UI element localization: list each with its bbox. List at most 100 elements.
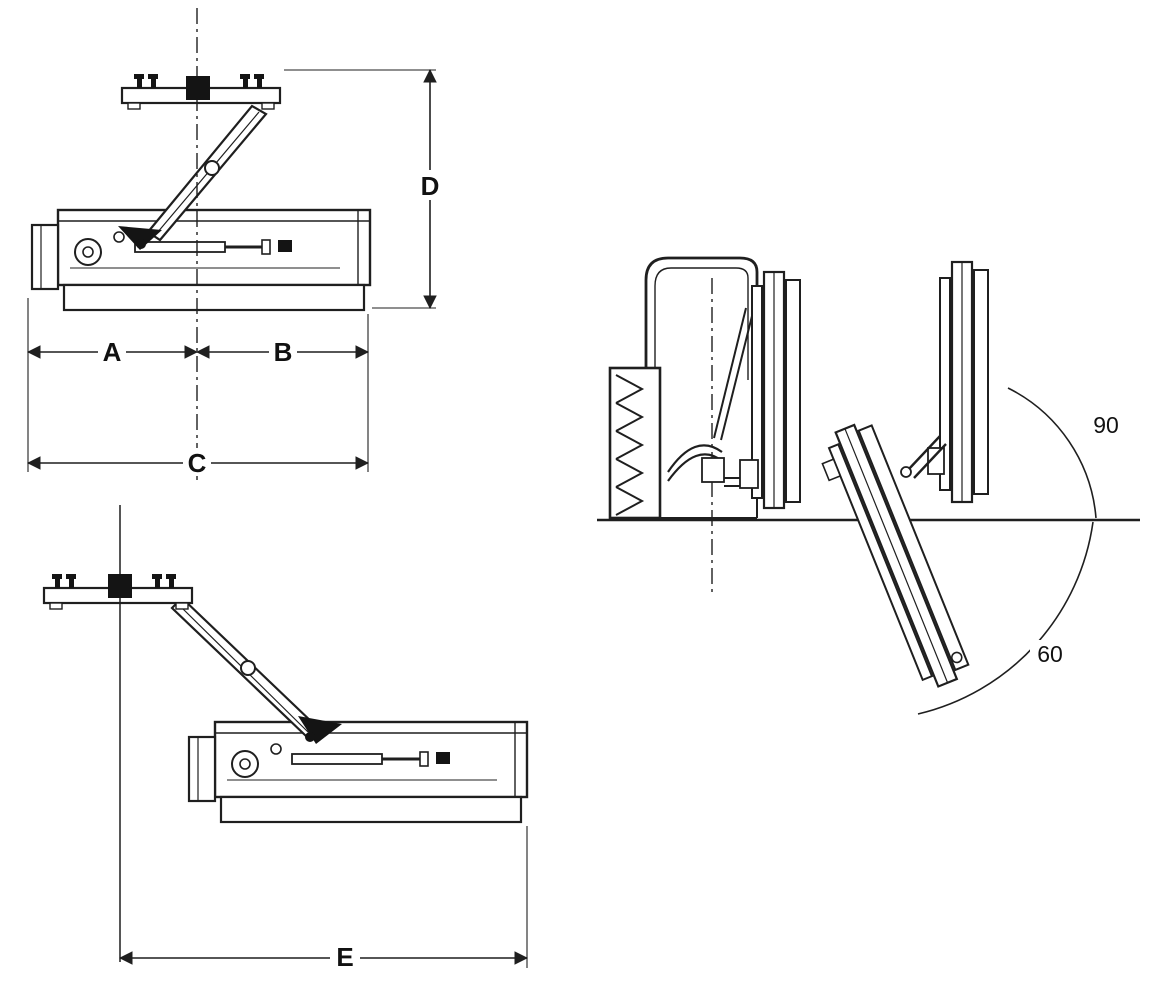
mower-deck-plate — [857, 424, 970, 672]
wheel-tread — [615, 486, 645, 516]
wheel-tread — [615, 402, 645, 432]
hydraulic-cylinder — [134, 241, 226, 253]
arm-gusset — [118, 226, 162, 250]
tractor-wheel — [608, 366, 662, 520]
dimension-a-b: A B — [26, 298, 370, 472]
wheel-tread — [615, 458, 645, 488]
arm-pivot — [204, 160, 220, 176]
tractor-cab — [644, 256, 759, 380]
hitch-foot — [49, 602, 63, 610]
hitch-bolt — [148, 74, 158, 79]
arm-gusset — [298, 716, 342, 744]
label-mask — [1030, 640, 1070, 668]
label-mask — [330, 942, 360, 970]
mount-box — [927, 447, 945, 475]
hitch-bolt — [52, 574, 62, 579]
arm-pivot — [240, 660, 256, 676]
mower-deck-plate — [751, 285, 763, 499]
label-d: D — [421, 171, 440, 201]
articulation-diagram: 90 60 — [597, 256, 1140, 715]
hitch-bolt — [151, 79, 156, 88]
rod-bracket — [419, 751, 429, 767]
hitch-bolt — [155, 579, 160, 588]
label-90: 90 — [1093, 412, 1119, 438]
tractor-cab-window — [654, 267, 749, 380]
hitch-bolt — [134, 74, 144, 79]
hitch-bolt — [257, 79, 262, 88]
linkage-pipe — [667, 444, 723, 473]
tractor — [608, 256, 759, 520]
hydraulic-cylinder — [291, 753, 383, 765]
dimension-d: D — [284, 68, 444, 310]
roller-end — [950, 651, 963, 664]
arm-pin — [305, 732, 315, 742]
label-mask — [416, 170, 444, 200]
hitch-bolt — [166, 574, 176, 579]
rod-bracket — [261, 239, 271, 255]
arc-90 — [1007, 387, 1097, 519]
mower-body — [187, 720, 529, 824]
side-plate — [30, 223, 60, 291]
idler — [270, 743, 282, 755]
linkage-box — [701, 457, 725, 483]
label-a: A — [103, 337, 122, 367]
mount-block — [278, 240, 292, 252]
offset-view-diagram: E — [42, 505, 529, 972]
pivot-link — [907, 435, 941, 471]
hitch-bolt — [240, 74, 250, 79]
mower-skid — [62, 283, 366, 312]
hitch-bolt — [169, 579, 174, 588]
wheel-tread — [615, 430, 645, 460]
side-view-diagram: D A B C — [26, 8, 444, 480]
side-plate — [187, 735, 217, 803]
label-c: C — [188, 448, 207, 478]
hitch-bolt — [55, 579, 60, 588]
hitch-bolt — [243, 79, 248, 88]
idler — [113, 231, 125, 243]
pivot-linkage — [900, 435, 947, 479]
hitch-foot — [175, 602, 189, 610]
hitch-foot — [261, 102, 275, 110]
mower-raised-90 — [927, 260, 989, 504]
angle-90: 90 — [1007, 387, 1119, 519]
label-mask — [269, 338, 297, 366]
mount-box — [739, 459, 759, 489]
deck-seam — [844, 428, 949, 683]
pulley-hub — [82, 246, 94, 258]
angle-60: 60 — [917, 521, 1094, 715]
label-mask — [98, 338, 126, 366]
dimension-e: E — [118, 826, 529, 972]
hitch-foot — [127, 102, 141, 110]
lift-arm — [118, 104, 268, 250]
dimension-c: C — [26, 448, 370, 478]
lift-cylinder — [720, 311, 754, 441]
mount-block — [436, 752, 450, 764]
mower-deck-plate — [939, 277, 951, 491]
hitch-mast — [186, 76, 210, 100]
pulley-hub — [239, 758, 251, 770]
hitch-mast — [108, 574, 132, 598]
mower-deck-plate — [785, 279, 801, 503]
mower-deck-plate — [827, 443, 934, 682]
mower-body — [30, 208, 372, 312]
label-mask — [183, 448, 211, 476]
hitch-bolt — [152, 574, 162, 579]
hitch-bolt — [69, 579, 74, 588]
arm-pin — [136, 239, 146, 249]
lift-cylinder — [713, 307, 747, 439]
mower-raised-on-tractor — [739, 270, 801, 510]
label-60: 60 — [1037, 641, 1063, 667]
mower-skid — [219, 795, 523, 824]
wheel-tread — [615, 374, 645, 404]
hitch-bolt — [137, 79, 142, 88]
label-b: B — [274, 337, 293, 367]
pivot-link — [913, 443, 947, 479]
mount-box — [821, 458, 842, 482]
hitch-bolt — [254, 74, 264, 79]
mower-tilted-60 — [821, 423, 970, 688]
label-e: E — [336, 942, 353, 972]
hitch-bolt — [66, 574, 76, 579]
mower-deck-plate — [973, 269, 989, 495]
